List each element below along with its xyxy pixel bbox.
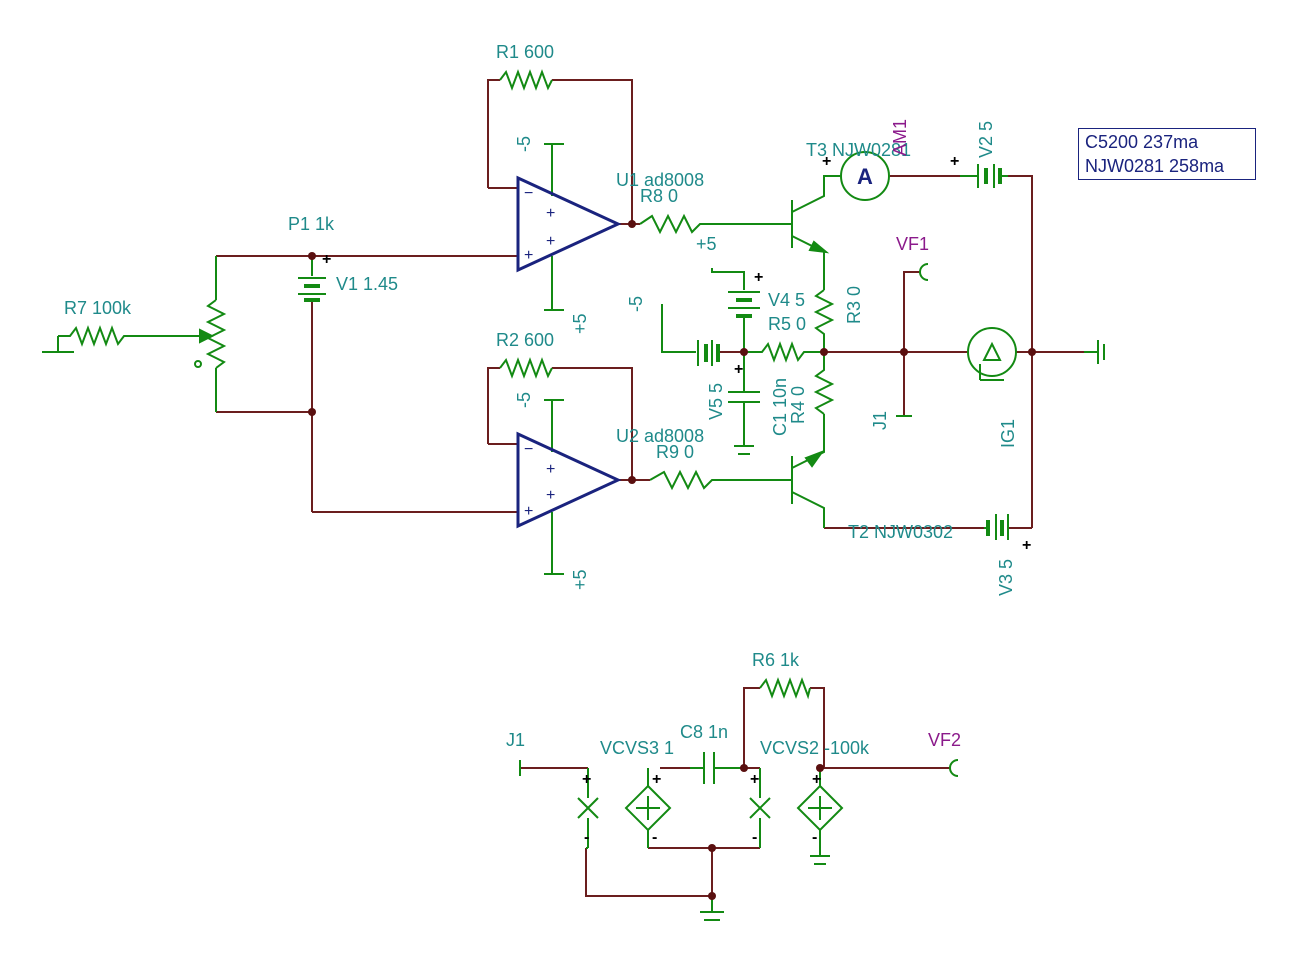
label-j1: J1 bbox=[870, 411, 890, 430]
label-r4: R4 0 bbox=[788, 386, 808, 424]
capacitor-c1[interactable] bbox=[728, 352, 760, 455]
label-vcvs3: VCVS3 1 bbox=[600, 738, 674, 758]
opamp-u1-minus: − bbox=[524, 185, 533, 202]
transistor-t2[interactable] bbox=[780, 414, 825, 528]
label-am1: AM1 bbox=[890, 119, 910, 156]
vcvs3-source[interactable] bbox=[624, 768, 672, 848]
battery-v1[interactable] bbox=[298, 256, 326, 302]
label-r7: R7 100k bbox=[64, 298, 132, 318]
polarity-plus: + bbox=[750, 771, 759, 788]
opamp-u2-vplus: + bbox=[546, 461, 555, 478]
probe-vf1-icon[interactable] bbox=[919, 263, 929, 281]
label-vf1: VF1 bbox=[896, 234, 929, 254]
resistor-r4[interactable] bbox=[813, 352, 835, 415]
label-v2: V2 5 bbox=[976, 121, 996, 158]
label-u1: U1 ad8008 bbox=[616, 170, 704, 190]
battery-v5[interactable] bbox=[661, 304, 720, 366]
annotation-box: C5200 237ma NJW0281 258ma bbox=[1078, 128, 1256, 180]
label-t2: T2 NJW0302 bbox=[848, 522, 953, 542]
opamp-u2-vminus: + bbox=[546, 487, 555, 504]
label-v5: V5 5 bbox=[706, 383, 726, 420]
label-v4: V4 5 bbox=[768, 290, 805, 310]
resistor-r6[interactable] bbox=[759, 677, 811, 700]
opamp-u1[interactable] bbox=[516, 175, 622, 273]
battery-v2[interactable] bbox=[960, 164, 1008, 188]
label-p1: P1 1k bbox=[288, 214, 335, 234]
transistor-t3[interactable] bbox=[780, 175, 840, 290]
resistor-r9[interactable] bbox=[649, 469, 780, 491]
polarity-plus: + bbox=[1022, 537, 1031, 554]
annotation-line-1: C5200 237ma bbox=[1085, 132, 1199, 152]
label-u2-neg: -5 bbox=[514, 392, 534, 408]
capacitor-c8[interactable] bbox=[690, 752, 740, 784]
resistor-r1[interactable] bbox=[499, 69, 553, 91]
polarity-minus: - bbox=[652, 829, 657, 846]
resistor-r2[interactable] bbox=[499, 357, 553, 379]
ammeter-letter: A bbox=[857, 164, 873, 189]
ammeter-am1[interactable] bbox=[840, 151, 890, 201]
label-r3: R3 0 bbox=[844, 286, 864, 324]
probe-vf2-icon[interactable] bbox=[949, 759, 959, 777]
polarity-minus: - bbox=[752, 829, 757, 846]
polarity-plus: + bbox=[734, 361, 743, 378]
annotation-line-2: NJW0281 258ma bbox=[1085, 156, 1225, 176]
polarity-plus: + bbox=[812, 771, 821, 788]
label-u2-pos: +5 bbox=[570, 569, 590, 590]
label-r8: R8 0 bbox=[640, 186, 678, 206]
resistor-r3[interactable] bbox=[813, 289, 835, 352]
label-r6: R6 1k bbox=[752, 650, 800, 670]
battery-v4[interactable] bbox=[711, 268, 760, 352]
label-r1: R1 600 bbox=[496, 42, 554, 62]
resistor-r5[interactable] bbox=[744, 341, 824, 363]
label-r2: R2 600 bbox=[496, 330, 554, 350]
polarity-plus: + bbox=[652, 771, 661, 788]
vcvs3-input[interactable] bbox=[577, 768, 599, 849]
vcvs2-input[interactable] bbox=[749, 768, 771, 848]
resistor-r8[interactable] bbox=[639, 213, 780, 235]
polarity-minus: - bbox=[812, 829, 817, 846]
label-r5: R5 0 bbox=[768, 314, 806, 334]
label-j1-bottom: J1 bbox=[506, 730, 525, 750]
resistor-r7[interactable] bbox=[58, 325, 200, 347]
current-source-ig1[interactable] bbox=[967, 327, 1017, 381]
opamp-u2-minus: − bbox=[524, 441, 533, 458]
polarity-plus: + bbox=[754, 269, 763, 286]
label-u1-neg: -5 bbox=[514, 136, 534, 152]
opamp-u2-plus: + bbox=[524, 503, 533, 520]
polarity-plus: + bbox=[822, 153, 831, 170]
ground-icon bbox=[42, 336, 74, 353]
opamp-u2[interactable] bbox=[516, 431, 622, 529]
label-v4-top: +5 bbox=[696, 234, 717, 254]
label-r9: R9 0 bbox=[656, 442, 694, 462]
label-c1: C1 10n bbox=[770, 378, 790, 436]
polarity-plus: + bbox=[322, 251, 331, 268]
label-t3: T3 NJW0281 bbox=[806, 140, 911, 160]
ground-icon bbox=[1084, 340, 1105, 364]
opamp-u1-vminus: + bbox=[546, 233, 555, 250]
label-c8: C8 1n bbox=[680, 722, 728, 742]
label-ig1: IG1 bbox=[998, 419, 1018, 448]
label-v1: V1 1.45 bbox=[336, 274, 398, 294]
junction-dots bbox=[308, 220, 1036, 900]
label-vf2: VF2 bbox=[928, 730, 961, 750]
battery-v3[interactable] bbox=[984, 514, 1009, 540]
label-v3: V3 5 bbox=[996, 559, 1016, 596]
opamp-u1-vplus: + bbox=[546, 205, 555, 222]
label-vcvs2: VCVS2 -100k bbox=[760, 738, 870, 758]
polarity-plus: + bbox=[582, 771, 591, 788]
polarity-plus: + bbox=[950, 153, 959, 170]
opamp-u1-plus: + bbox=[524, 247, 533, 264]
label-u2: U2 ad8008 bbox=[616, 426, 704, 446]
polarity-minus: - bbox=[584, 829, 589, 846]
label-u1-pos: +5 bbox=[570, 313, 590, 334]
label-v5-left: -5 bbox=[626, 296, 646, 312]
potentiometer-p1[interactable] bbox=[140, 256, 227, 412]
